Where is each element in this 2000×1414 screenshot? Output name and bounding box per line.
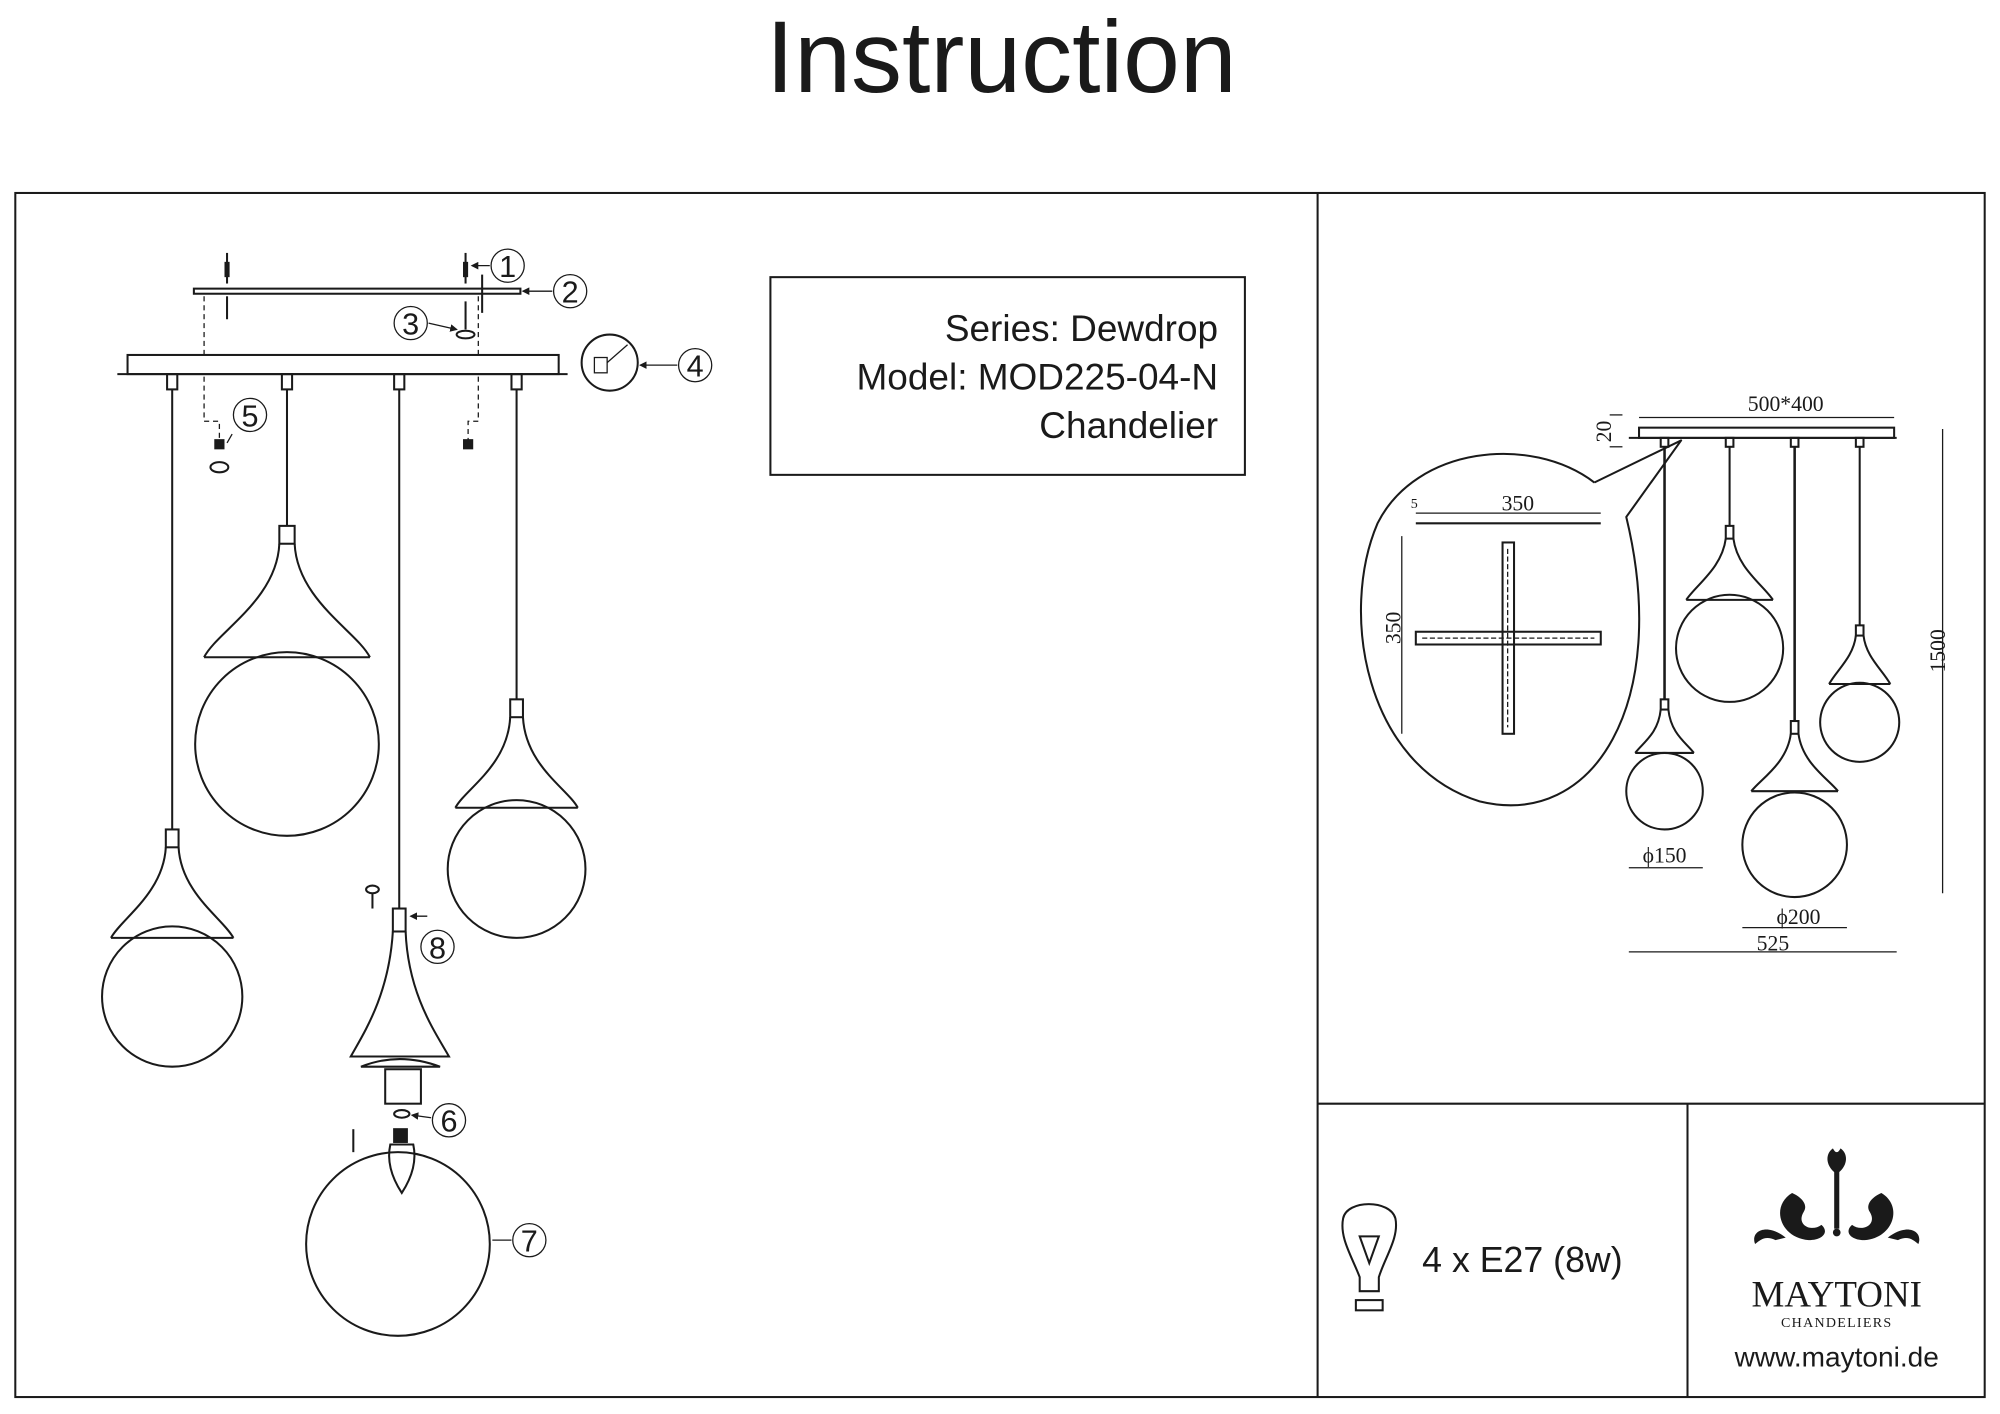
connector-detail xyxy=(580,333,639,392)
pendant-globe xyxy=(1674,524,1785,703)
svg-text:1: 1 xyxy=(499,250,516,284)
pendant-globe xyxy=(101,828,244,1068)
bracket-width-label: 350 xyxy=(1502,492,1535,516)
type-label: Chandelier xyxy=(1039,405,1218,446)
callout-4: 4 xyxy=(639,347,713,384)
bracket-thickness-label: 5 xyxy=(1411,496,1418,512)
pendant-globe xyxy=(446,698,587,939)
total-height-label: 1500 xyxy=(1926,629,1950,673)
product-info-box: Series: Dewdrop Model: MOD225-04-N Chand… xyxy=(769,276,1246,476)
callout-2: 2 xyxy=(521,273,588,310)
chandelier-ornament-icon xyxy=(1754,1148,1920,1244)
callout-8: 8 xyxy=(409,912,455,965)
svg-text:8: 8 xyxy=(429,931,446,965)
bracket-length-label: 350 xyxy=(1382,612,1406,645)
page-title: Instruction xyxy=(766,0,1237,114)
canopy-height-label: 20 xyxy=(1592,420,1616,442)
outer-frame xyxy=(14,191,1986,1399)
svg-text:3: 3 xyxy=(402,308,419,342)
callout-1: 1 xyxy=(470,248,525,284)
detail-callout: 350 5 350 xyxy=(1360,439,1683,807)
svg-text:7: 7 xyxy=(521,1225,538,1259)
svg-text:6: 6 xyxy=(440,1105,457,1139)
dimension-drawing: 350 5 350 500*400 20 1500 ϕ150 ϕ200 525 xyxy=(1360,392,1950,956)
series-label: Series: Dewdrop xyxy=(945,308,1218,349)
svg-text:2: 2 xyxy=(562,276,579,310)
pendant-globe xyxy=(1741,720,1848,899)
brand-website: www.maytoni.de xyxy=(1734,1341,1939,1372)
bulb-spec: 4 x E27 (8w) xyxy=(1341,1203,1623,1312)
mounting-bracket xyxy=(192,287,522,295)
width-label: 525 xyxy=(1757,932,1790,956)
pendant-globe xyxy=(194,524,380,837)
callout-7: 7 xyxy=(492,1222,547,1259)
callout-5: 5 xyxy=(226,397,268,444)
callout-3: 3 xyxy=(393,305,458,342)
pendant-globe xyxy=(1819,624,1901,763)
brand-block: MAYTONI CHANDELIERS www.maytoni.de xyxy=(1734,1148,1939,1372)
large-diameter-label: ϕ200 xyxy=(1777,905,1821,929)
canopy xyxy=(1638,426,1896,439)
callout-6: 6 xyxy=(410,1103,467,1139)
svg-text:5: 5 xyxy=(241,399,258,433)
svg-text:4: 4 xyxy=(687,350,704,384)
pendant-exploded xyxy=(305,884,491,1337)
canopy-size-label: 500*400 xyxy=(1748,392,1824,416)
brand-name: MAYTONI xyxy=(1751,1273,1922,1314)
model-label: Model: MOD225-04-N xyxy=(857,356,1219,397)
bulb-spec-label: 4 x E27 (8w) xyxy=(1422,1240,1622,1280)
brand-subtitle: CHANDELIERS xyxy=(1781,1315,1892,1331)
callout-markers: 1 2 3 4 5 6 7 8 xyxy=(226,248,713,1259)
assembly-drawing: 1 2 3 4 5 6 7 8 xyxy=(101,248,713,1337)
small-diameter-label: ϕ150 xyxy=(1643,844,1687,868)
pendant-globe xyxy=(1625,698,1704,831)
screw-icon xyxy=(224,252,484,340)
light-bulb-icon xyxy=(1341,1203,1398,1312)
canopy xyxy=(126,353,560,376)
